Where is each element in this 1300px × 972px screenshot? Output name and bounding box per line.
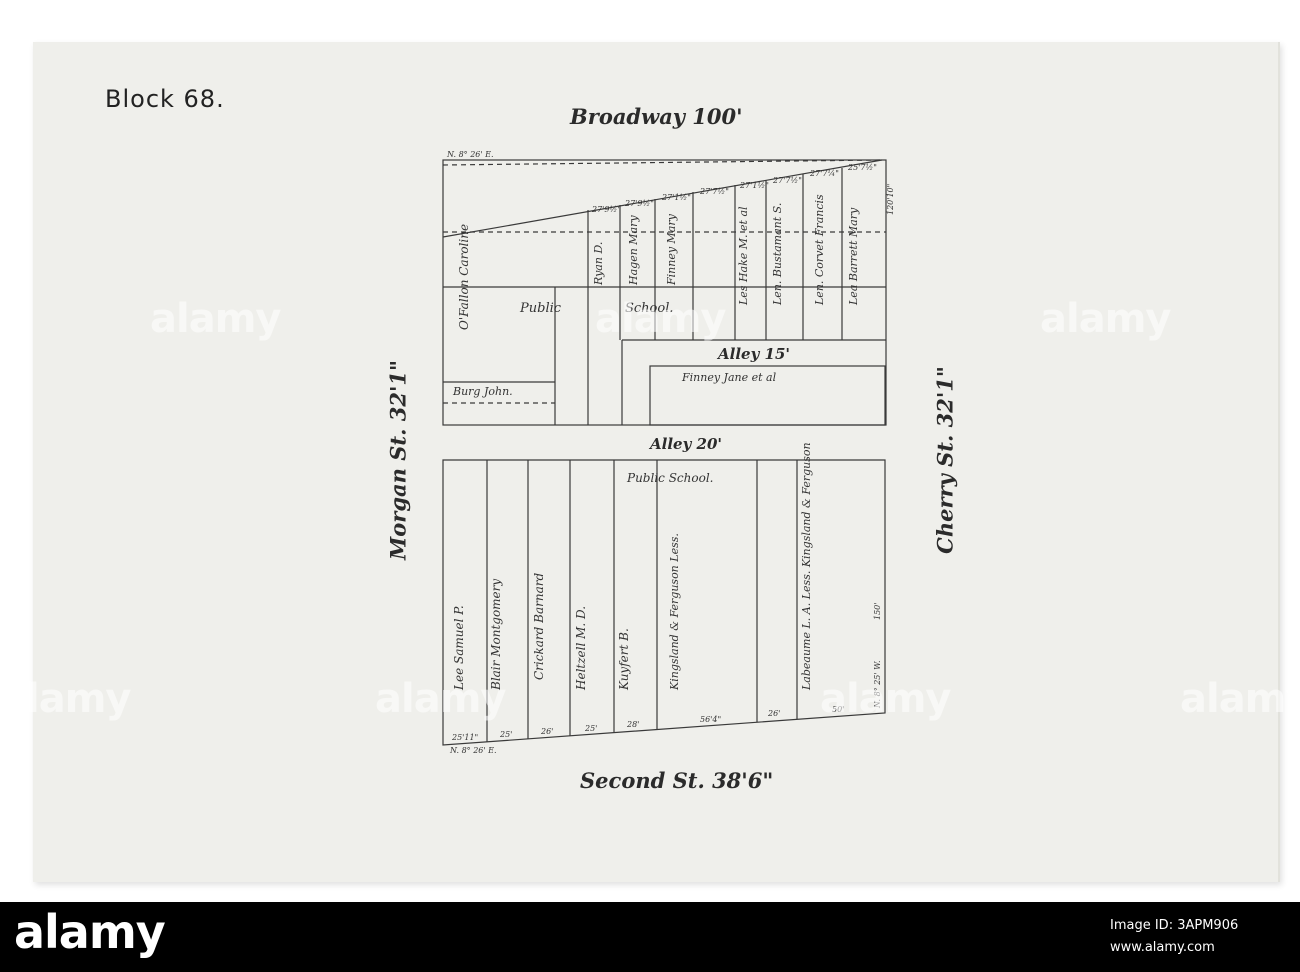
owner-crickard: Crickard Barnard bbox=[532, 573, 546, 680]
public-school-north-1: Public bbox=[519, 301, 562, 316]
dim-top-1: 27'9½" bbox=[591, 205, 621, 214]
alley-15: Alley 15' bbox=[716, 345, 790, 363]
dim-right: 150' bbox=[873, 603, 882, 620]
owner-blair: Blair Montgomery bbox=[489, 579, 503, 691]
watermark-4: alamy bbox=[0, 676, 131, 722]
dim-bottom-4: 25' bbox=[584, 724, 597, 733]
image-id: Image ID: 3APM906 bbox=[1110, 918, 1239, 933]
owner-lee: Lee Samuel P. bbox=[452, 605, 466, 691]
owner-heltzell: Heltzell M. D. bbox=[574, 606, 588, 691]
dim-top-2: 27'9½" bbox=[624, 199, 654, 208]
public-school-north-2: School. bbox=[625, 301, 674, 316]
dim-bottom-5: 28' bbox=[626, 720, 639, 729]
dim-top-5: 27'1½" bbox=[739, 181, 769, 190]
page-title: Block 68. bbox=[105, 85, 225, 113]
owner-hagen: Hagen Mary bbox=[627, 215, 640, 286]
public-school-south: Public School. bbox=[626, 471, 713, 485]
dim-right-top: 120'10" bbox=[886, 184, 895, 215]
owner-burg: Burg John. bbox=[452, 385, 513, 398]
logo: alamy bbox=[14, 905, 166, 959]
owner-finney-jane: Finney Jane et al bbox=[681, 371, 777, 384]
dim-bottom-2: 25' bbox=[499, 730, 512, 739]
owner-ryan: Ryan D. bbox=[592, 242, 605, 286]
watermark-6: alamy bbox=[820, 676, 951, 722]
watermark-2: alamy bbox=[595, 296, 726, 342]
bearing-bottom: N. 8° 26' E. bbox=[449, 746, 497, 755]
watermark-1: alamy bbox=[150, 296, 281, 342]
owner-kingsland: Kingsland & Ferguson Less. bbox=[668, 533, 681, 691]
street-label-second: Second St. 38'6" bbox=[580, 768, 774, 793]
dim-top-6: 27'7½" bbox=[772, 176, 802, 185]
owner-finney-mary: Finney Mary bbox=[665, 213, 678, 286]
watermark-7: alamy bbox=[1180, 676, 1300, 722]
dim-bottom-1: 25'11" bbox=[451, 733, 478, 742]
dim-bottom-6: 56'4" bbox=[700, 715, 721, 724]
watermark-3: alamy bbox=[1040, 296, 1171, 342]
owner-hake: Les Hake M. et al bbox=[737, 206, 750, 306]
dim-top-3: 27'1½" bbox=[661, 193, 691, 202]
site-url: www.alamy.com bbox=[1110, 940, 1215, 955]
dim-top-7: 27'7¼" bbox=[809, 169, 839, 178]
owner-barrett: Lea Barrett Mary bbox=[847, 207, 860, 306]
bearing-right: N. 8° 25' W. bbox=[873, 661, 882, 710]
dim-bottom-8: 50' bbox=[832, 705, 844, 714]
south-block-outline bbox=[442, 459, 886, 746]
owner-bustamant: Len. Bustamant S. bbox=[771, 203, 784, 306]
owner-ofallon: O'Fallon Caroline bbox=[457, 224, 471, 330]
street-label-broadway: Broadway 100' bbox=[570, 104, 743, 129]
dim-bottom-3: 26' bbox=[540, 727, 553, 736]
owner-corvet: Len. Corvet Francis bbox=[813, 194, 826, 306]
watermark-5: alamy bbox=[375, 676, 506, 722]
finney-lot-outline bbox=[649, 365, 886, 426]
footer-band bbox=[0, 902, 1300, 972]
alley-20: Alley 20' bbox=[648, 435, 722, 453]
owner-kuyfert: Kuyfert B. bbox=[617, 628, 631, 691]
bearing-top: N. 8° 26' E. bbox=[446, 150, 494, 159]
dim-top-4: 27'7½" bbox=[699, 187, 729, 196]
dim-bottom-7: 26' bbox=[767, 709, 780, 718]
owner-labeaume: Labeaume L. A. Less. Kingsland & Ferguso… bbox=[800, 442, 813, 691]
dim-top-8: 25'7½" bbox=[847, 163, 877, 172]
